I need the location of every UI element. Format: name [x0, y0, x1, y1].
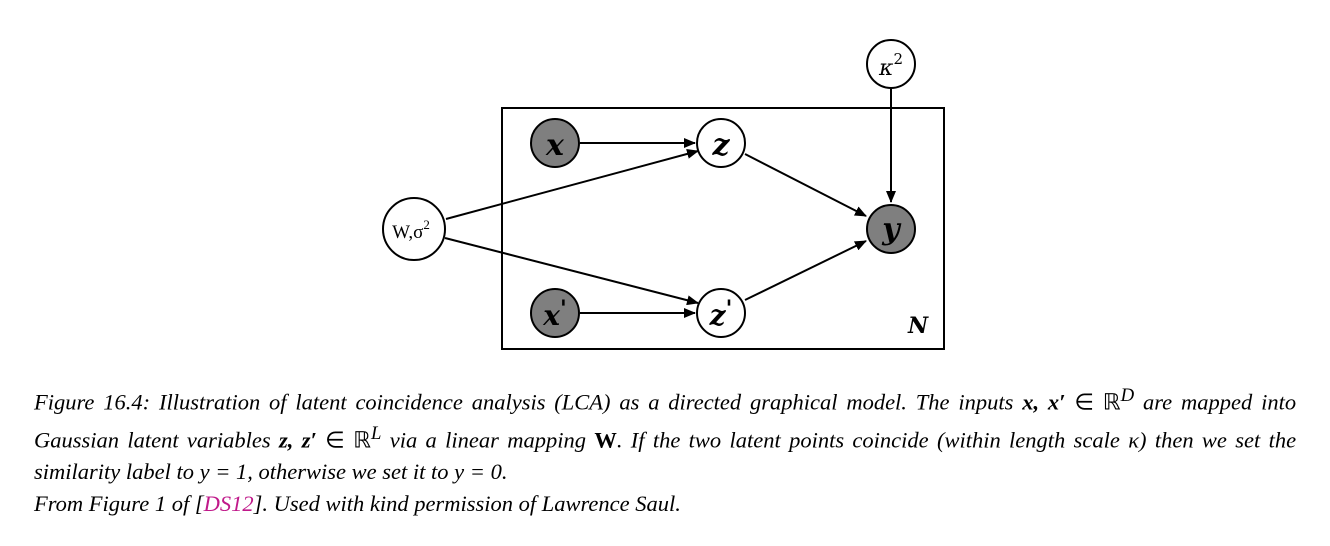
caption-latents-math: z, z′: [279, 427, 317, 453]
lca-graphical-model: N κ2 x z y W,σ2 x' z': [382, 39, 945, 350]
caption-text-3: via a linear mapping: [389, 427, 586, 453]
caption-real-symbol-1: ℝ: [1102, 389, 1121, 415]
node-x-prime-circle: [530, 288, 580, 338]
edge-w-to-z-prime: [444, 237, 699, 306]
node-z-circle: [696, 118, 746, 168]
caption-text-8: From Figure 1 of [: [34, 490, 204, 516]
figure-label: Figure 16.4:: [34, 389, 151, 415]
caption-in-symbol-2: ∈: [325, 427, 345, 453]
edge-z-to-y: [744, 153, 867, 217]
node-z: z: [696, 118, 746, 168]
node-kappa2-circle: [866, 39, 916, 89]
node-w-sigma2: W,σ2: [382, 197, 446, 261]
citation-link-ds12[interactable]: DS12: [203, 490, 254, 516]
caption-text-1: Illustration of latent coincidence analy…: [158, 389, 1014, 415]
node-kappa2-label: κ2: [878, 50, 903, 81]
node-x-prime: x': [530, 288, 580, 338]
caption-text-2: are mapped into Gaussian latent variable…: [34, 389, 1297, 453]
node-x: x: [530, 118, 580, 168]
caption-text-5: ) then we set the similarity label to: [34, 427, 1297, 485]
caption-inputs-dim: D: [1120, 385, 1135, 406]
caption-inputs-math: x, x′: [1022, 389, 1066, 415]
caption-text-9: ]. Used with kind permission of Lawrence…: [253, 490, 681, 516]
caption-text-7: .: [501, 459, 508, 484]
plate: [501, 107, 945, 350]
node-y-label: y: [881, 212, 902, 247]
caption-text-4: . If the two latent points coincide (wit…: [616, 427, 1120, 453]
node-w-sigma2-circle: [382, 197, 446, 261]
node-z-prime-label: z': [709, 296, 733, 332]
caption-kappa: κ: [1128, 427, 1140, 453]
caption-mapping-math: W: [594, 427, 617, 453]
node-kappa2: κ2: [866, 39, 916, 89]
caption-y-eq-1: y = 1: [199, 459, 248, 484]
node-z-prime: z': [696, 288, 746, 338]
caption-y-eq-0: y = 0: [454, 459, 502, 484]
caption-real-symbol-2: ℝ: [353, 427, 371, 453]
node-w-sigma2-label: W,σ2: [392, 217, 430, 243]
node-y-circle: [866, 204, 916, 254]
node-z-label: z: [711, 128, 730, 163]
node-x-label: x: [545, 128, 565, 163]
edge-z-prime-to-y: [744, 240, 867, 301]
caption-in-symbol-1: ∈: [1074, 389, 1094, 415]
caption-latents-dim: L: [370, 423, 382, 444]
edge-w-to-z: [445, 149, 699, 220]
node-x-circle: [530, 118, 580, 168]
node-y: y: [866, 204, 916, 254]
node-x-prime-label: x': [542, 296, 566, 332]
plate-label: N: [907, 313, 929, 339]
caption-text-6: , otherwise we set it to: [247, 459, 449, 484]
figure-caption: Figure 16.4: Illustration of latent coin…: [34, 380, 1296, 519]
node-z-prime-circle: [696, 288, 746, 338]
